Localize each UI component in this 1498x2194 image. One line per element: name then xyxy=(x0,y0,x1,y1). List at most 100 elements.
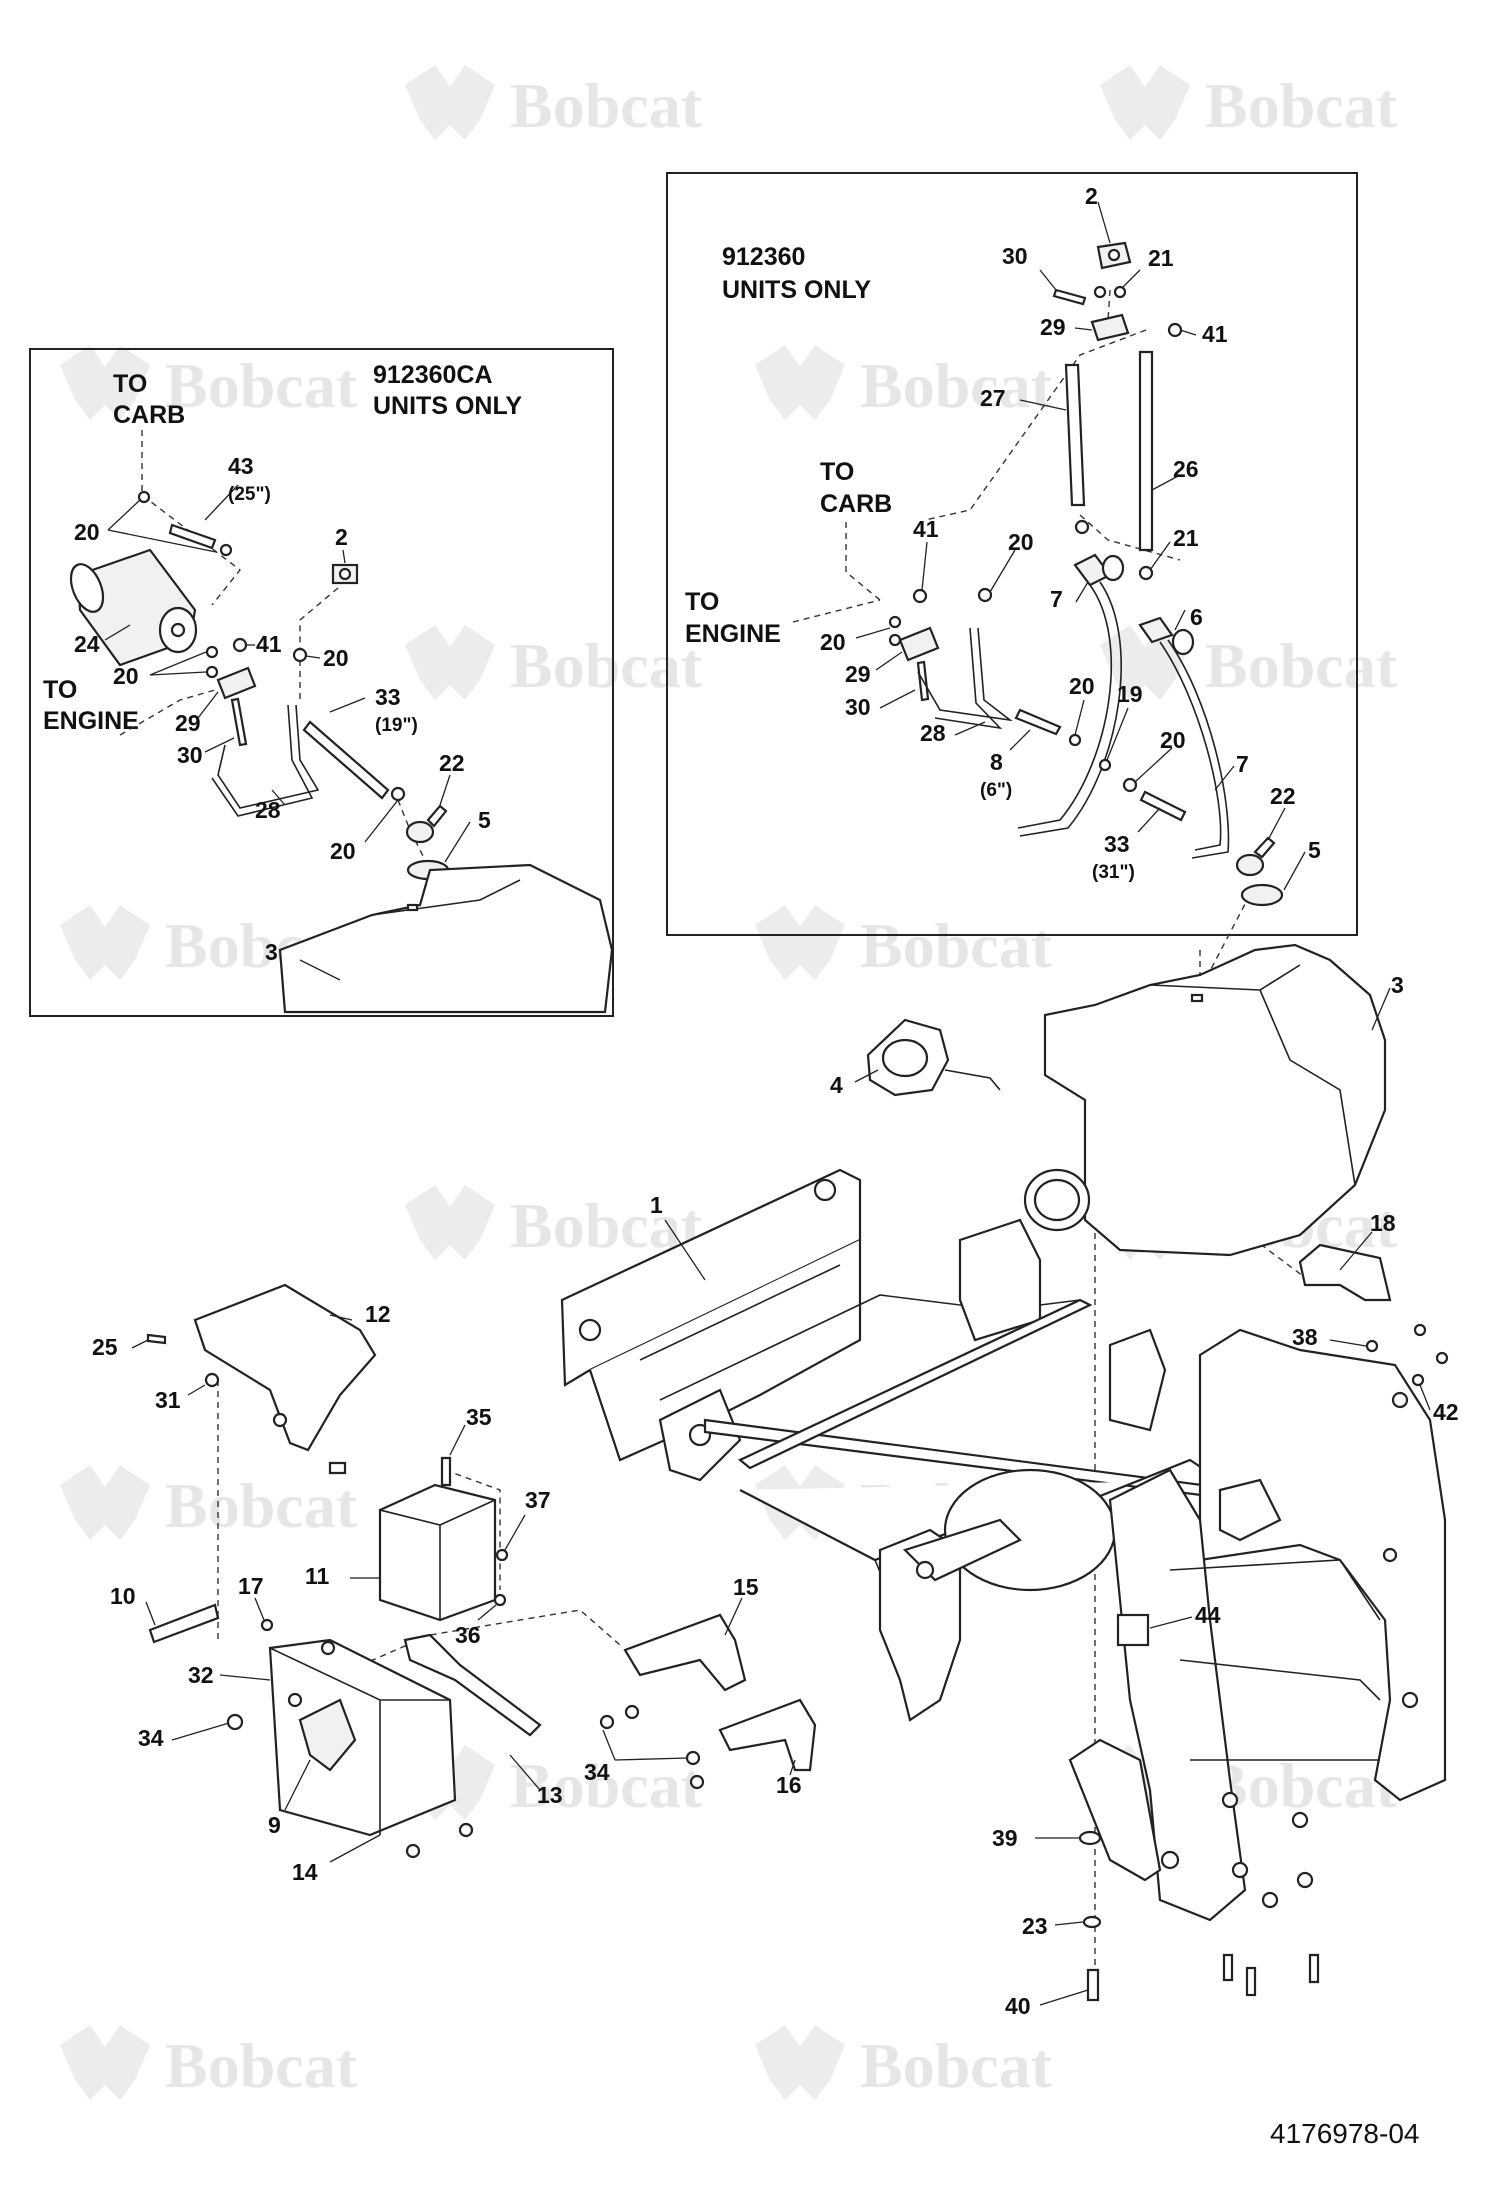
leader-line xyxy=(855,627,891,639)
callout-42: 42 xyxy=(1433,1399,1459,1425)
callout-34: 34 xyxy=(138,1725,164,1751)
watermark-logo: Bobcat xyxy=(755,345,1053,421)
callout-29: 29 xyxy=(845,661,871,687)
inset-title-line1: 912360 xyxy=(722,243,805,271)
callout-39: 39 xyxy=(992,1825,1018,1851)
clamp-20 xyxy=(1074,519,1090,535)
svg-text:Bobcat: Bobcat xyxy=(1205,630,1398,701)
callout-23: 23 xyxy=(1022,1913,1048,1939)
callout-16: 16 xyxy=(776,1772,802,1798)
leader-line xyxy=(477,1604,497,1621)
callout-20: 20 xyxy=(74,519,100,545)
hose-33 xyxy=(1139,790,1187,822)
callout-7: 7 xyxy=(1050,586,1063,612)
watermark-logo: Bobcat xyxy=(60,1465,358,1541)
leader-line xyxy=(187,1384,206,1396)
hose-7-edge xyxy=(1019,581,1122,837)
watermark-logo: Bobcat xyxy=(755,905,1053,981)
callout-20: 20 xyxy=(323,645,349,671)
clamp-20 xyxy=(1122,777,1138,793)
svg-text:Bobcat: Bobcat xyxy=(510,630,703,701)
nut-34 xyxy=(689,1774,705,1790)
decal-10 xyxy=(148,1603,220,1644)
rollover-valve-22 xyxy=(405,804,448,844)
leader-line xyxy=(1074,699,1085,736)
svg-text:Bobcat: Bobcat xyxy=(165,1470,358,1541)
callout-18: 18 xyxy=(1370,1210,1396,1236)
hose-28 xyxy=(917,627,1013,722)
callout-19: 19 xyxy=(1117,681,1143,707)
leader-line xyxy=(989,549,1016,593)
callout-25: 25 xyxy=(92,1334,118,1360)
callout-41: 41 xyxy=(913,516,939,542)
callout-20: 20 xyxy=(113,663,139,689)
nut-34 xyxy=(624,1704,640,1720)
svg-text:Bobcat: Bobcat xyxy=(165,2030,358,2101)
nut-34 xyxy=(599,1714,615,1730)
leader-line xyxy=(504,1514,526,1551)
leader-line xyxy=(954,721,986,736)
leader-line xyxy=(1106,707,1129,761)
callout-10: 10 xyxy=(110,1583,136,1609)
leader-line xyxy=(171,1722,230,1741)
bracket-29 xyxy=(1090,313,1130,342)
bracket-16 xyxy=(718,1698,817,1772)
callout-3: 3 xyxy=(1391,972,1404,998)
callout-13: 13 xyxy=(537,1782,563,1808)
clamp-41 xyxy=(1167,322,1183,338)
flow-line xyxy=(1079,514,1181,561)
callout-3: 3 xyxy=(265,939,278,965)
nut-38 xyxy=(1365,1339,1379,1353)
leader-line xyxy=(204,484,239,521)
leader-line xyxy=(197,691,219,719)
leader-line xyxy=(1151,474,1181,491)
hose-7-edge xyxy=(1167,639,1230,859)
leader-line xyxy=(602,1729,689,1761)
hose-43 xyxy=(168,523,217,550)
callout-26: 26 xyxy=(1173,456,1199,482)
bracket-15 xyxy=(623,1613,747,1692)
leader-line xyxy=(1339,1231,1373,1271)
callout-31: 31 xyxy=(155,1387,181,1413)
clamp-20 xyxy=(205,665,219,679)
watermark-logo: Bobcat xyxy=(405,625,703,701)
leader-line xyxy=(305,655,321,659)
callout-12: 12 xyxy=(365,1301,391,1327)
clamp-41 xyxy=(912,588,928,604)
clamp-21 xyxy=(1138,565,1154,581)
clamp-20 xyxy=(888,633,902,647)
watermark-logo: Bobcat xyxy=(755,2025,1053,2101)
flow-line xyxy=(119,689,216,736)
leader-line xyxy=(364,799,399,843)
watermark-logo: Bobcat xyxy=(1100,65,1398,141)
flow-line xyxy=(845,522,881,601)
clamp-20 xyxy=(137,490,151,504)
battery-box-14 xyxy=(226,1638,457,1837)
leader-line xyxy=(329,1314,353,1321)
callout-29: 29 xyxy=(175,710,201,736)
inset-title-line2: UNITS ONLY xyxy=(373,392,522,420)
callout-20: 20 xyxy=(1069,673,1095,699)
callout-30: 30 xyxy=(177,742,203,768)
grommet-5 xyxy=(1240,883,1284,907)
hose-7 xyxy=(1159,641,1222,851)
leader-line xyxy=(724,1597,743,1636)
washer-39 xyxy=(1078,1830,1102,1846)
inset-title-line2: UNITS ONLY xyxy=(722,276,871,304)
callout-20: 20 xyxy=(1008,529,1034,555)
leader-line xyxy=(1134,747,1173,783)
leader-line xyxy=(1019,399,1067,411)
clamp-20 xyxy=(977,587,993,603)
hose-8 xyxy=(1014,708,1062,736)
nut xyxy=(405,1843,421,1859)
callout-32: 32 xyxy=(188,1662,214,1688)
to-carb-label-line2: CARB xyxy=(113,401,185,429)
leader-line xyxy=(219,1674,271,1681)
main-frame-1 xyxy=(560,1168,1447,1997)
leader-line xyxy=(1179,329,1197,336)
leader-line xyxy=(271,789,286,806)
callout-20: 20 xyxy=(1160,727,1186,753)
leader-line xyxy=(439,774,451,806)
callout-14: 14 xyxy=(292,1859,318,1885)
